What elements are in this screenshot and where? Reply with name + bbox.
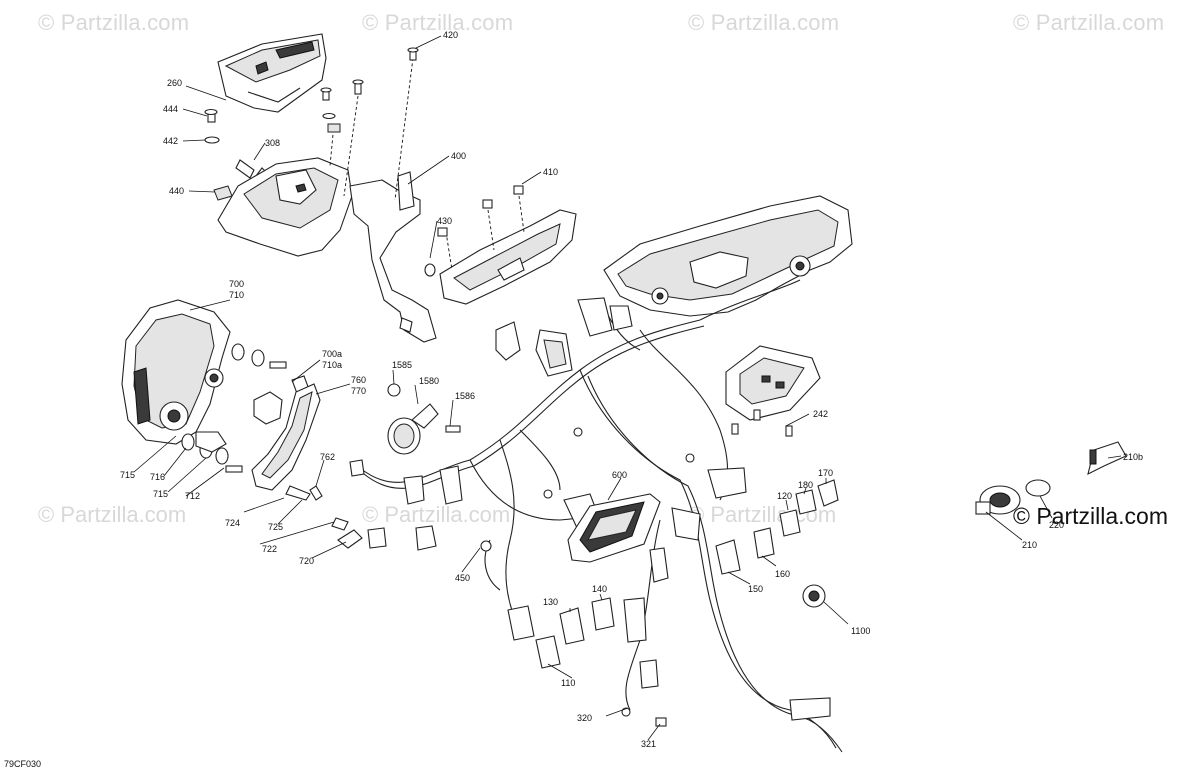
callout: 715: [153, 489, 168, 499]
callout: 321: [641, 739, 656, 749]
module-icon[interactable]: [725, 345, 821, 437]
callout: 440: [169, 186, 184, 196]
connector-icon[interactable]: [349, 297, 831, 727]
callout: 410: [543, 167, 558, 177]
callout: 120: [777, 491, 792, 501]
switch-icon[interactable]: [535, 479, 839, 669]
callout: 770: [351, 386, 366, 396]
callout: 150: [748, 584, 763, 594]
callout: 260: [167, 78, 182, 88]
callout: 700: [229, 279, 244, 289]
ignition-switch-icon[interactable]: [975, 479, 1051, 515]
callout: 170: [818, 468, 833, 478]
callout: 110: [561, 678, 575, 688]
watermark: © Partzilla.com: [362, 502, 511, 527]
callout: 180: [798, 480, 813, 490]
watermark: © Partzilla.com: [1013, 10, 1165, 35]
callout: 430: [437, 216, 452, 226]
horn-icon[interactable]: [387, 383, 461, 455]
callout: 130: [543, 597, 558, 607]
callout: 160: [775, 569, 790, 579]
diagram-code: 79CF030: [4, 759, 42, 769]
watermark: © Partzilla.com: [362, 10, 514, 35]
callout: 1586: [455, 391, 475, 401]
callout: 725: [268, 522, 283, 532]
callout: 210: [1022, 540, 1037, 550]
callout: 450: [455, 573, 470, 583]
bracket-icon[interactable]: [217, 157, 437, 343]
callout: 760: [351, 375, 366, 385]
callout: 762: [320, 452, 335, 462]
callout: 712: [185, 491, 200, 501]
callout: 1585: [392, 360, 412, 370]
callout: 220: [1049, 520, 1064, 530]
callout: 722: [262, 544, 277, 554]
headlight-housing-icon[interactable]: [121, 299, 231, 445]
callout: 420: [443, 30, 458, 40]
callout: 140: [592, 584, 607, 594]
callout: 242: [813, 409, 828, 419]
callout: 700a: [322, 349, 342, 359]
callout: 715: [120, 470, 135, 480]
key-icon[interactable]: [1087, 441, 1127, 476]
watermark-dark: © Partzilla.com: [1013, 503, 1168, 529]
panel-icon[interactable]: [439, 209, 577, 305]
callout: 308: [265, 138, 280, 148]
callout: 1580: [419, 376, 439, 386]
callout: 716: [150, 472, 165, 482]
callout: 400: [451, 151, 466, 161]
watermark: © Partzilla.com: [688, 10, 840, 35]
callout: 720: [299, 556, 314, 566]
callout: 600: [612, 470, 627, 480]
cover-icon[interactable]: [217, 33, 327, 113]
light-bracket-icon[interactable]: [251, 383, 363, 549]
nut-icon[interactable]: [424, 185, 524, 277]
watermark: © Partzilla.com: [38, 502, 187, 527]
callout: 442: [163, 136, 178, 146]
callout: 710a: [322, 360, 342, 370]
callout: 444: [163, 104, 178, 114]
watermark: © Partzilla.com: [38, 10, 190, 35]
headlight-icon[interactable]: [603, 195, 853, 317]
leader-lines: [133, 35, 1122, 741]
bulb-icon[interactable]: [195, 375, 311, 453]
callout: 210b: [1123, 452, 1143, 462]
screw-icon[interactable]: [320, 47, 419, 133]
callout: 710: [229, 290, 244, 300]
callout-labels: 260 444 442 440 308 420 400 410 430 700 …: [120, 30, 1143, 749]
gauge-display-icon[interactable]: [567, 493, 661, 563]
callout: 1100: [851, 626, 870, 636]
callout: 724: [225, 518, 240, 528]
callout: 320: [577, 713, 592, 723]
